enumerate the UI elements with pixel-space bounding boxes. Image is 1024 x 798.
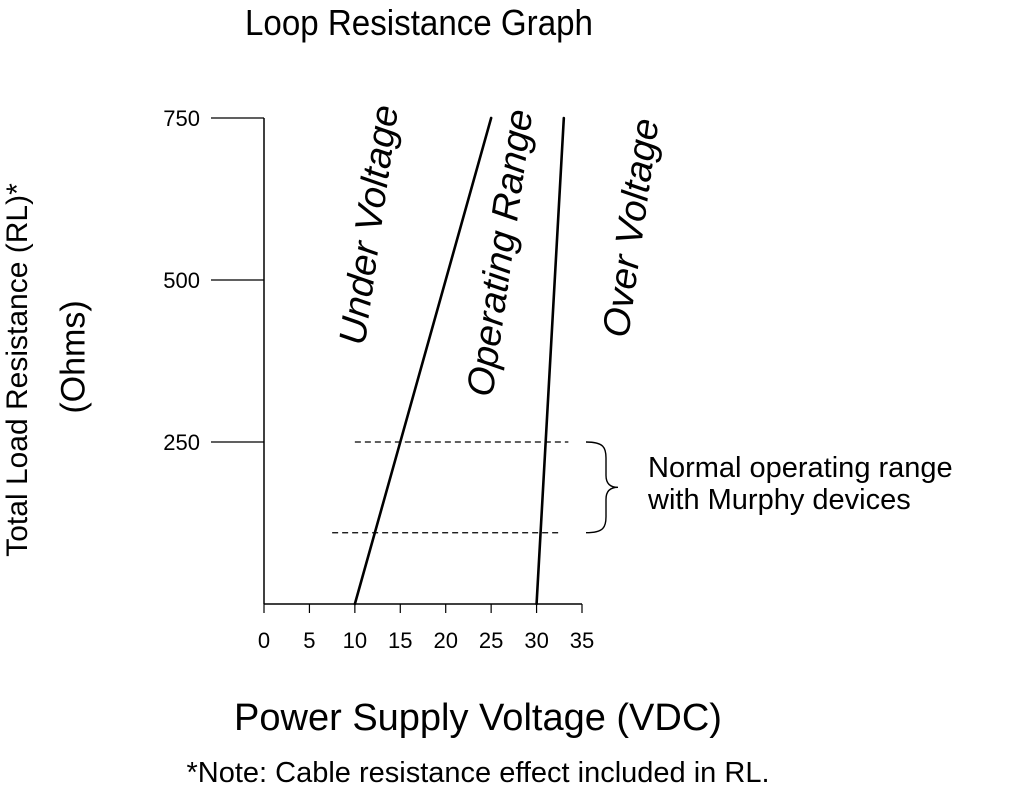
x-tick-label: 10: [343, 628, 367, 653]
under-voltage-boundary-line: [353, 116, 493, 606]
chart-title: Loop Resistance Graph: [245, 2, 593, 43]
x-tick-label: 5: [303, 628, 315, 653]
x-tick-label: 35: [570, 628, 594, 653]
footnote: *Note: Cable resistance effect included …: [186, 757, 770, 789]
over-voltage-boundary-line: [535, 116, 566, 606]
curly-bracket: [585, 441, 619, 534]
y-tick-label: 500: [163, 268, 200, 293]
x-tick-label: 0: [258, 628, 270, 653]
y-axis-units-label: (Ohms): [54, 300, 93, 414]
bracket-annotation: Normal operating range with Murphy devic…: [648, 452, 953, 516]
x-tick-label: 20: [433, 628, 457, 653]
x-tick-label: 25: [479, 628, 503, 653]
x-tick-label: 30: [524, 628, 548, 653]
y-axis-label: Total Load Resistance (RL)*: [1, 183, 34, 557]
x-axis-label: Power Supply Voltage (VDC): [234, 697, 722, 739]
x-tick-label: 15: [388, 628, 412, 653]
y-tick-label: 250: [163, 430, 200, 455]
y-tick-label: 750: [163, 106, 200, 131]
